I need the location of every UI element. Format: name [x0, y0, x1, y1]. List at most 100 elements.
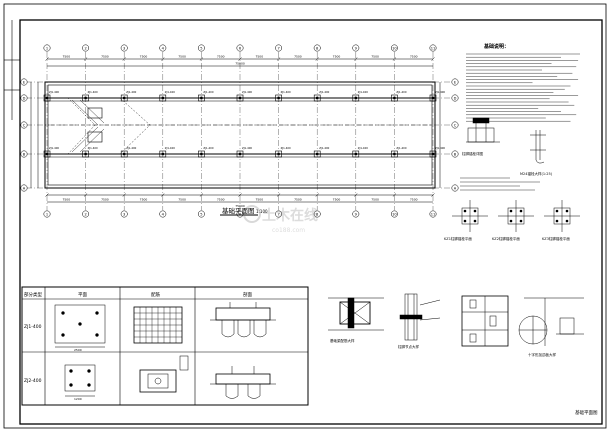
row-axis-bubble-left — [20, 78, 28, 86]
anchor-detail — [466, 117, 500, 143]
hatched-zone — [67, 97, 151, 155]
column-base — [123, 152, 126, 156]
cross-stiffener — [518, 297, 584, 346]
column-base — [393, 152, 396, 156]
bolt-plate — [553, 207, 571, 225]
footing-marker — [120, 94, 128, 102]
stiffener-detail — [461, 295, 509, 347]
column-base — [316, 96, 319, 100]
col-axis-bubble-top — [120, 44, 128, 52]
watermark-brand: 土木在线 — [262, 207, 318, 224]
col-axis-label-bottom: 2 — [84, 213, 86, 217]
footing-marker — [159, 94, 167, 102]
col-axis-bubble-bottom — [120, 210, 128, 218]
bolt-hole — [565, 209, 569, 213]
bay-dim-bottom: 7500 — [333, 198, 341, 202]
col-axis-bubble-bottom — [82, 210, 90, 218]
footing-marker — [313, 150, 321, 158]
col-axis-bubble-bottom — [313, 210, 321, 218]
column-base — [316, 152, 319, 156]
row1-dim: 2500 — [74, 348, 82, 352]
footing-tag: ZJ1-400 — [319, 90, 329, 94]
column-joint-detail — [399, 293, 441, 341]
column-base — [45, 152, 49, 156]
column-base — [393, 96, 396, 100]
plan-title: 基础平面图 — [222, 206, 255, 215]
row-axis-label-left: A — [23, 186, 26, 190]
col-axis-bubble-bottom — [197, 210, 205, 218]
footing-tag: ZJ1-400 — [281, 90, 291, 94]
footing-table — [21, 286, 309, 406]
column-base — [123, 96, 126, 100]
bay-dim-top: 7500 — [294, 55, 302, 59]
footing-marker — [198, 150, 205, 158]
col-axis-bubble-top — [236, 44, 244, 52]
column-base — [161, 96, 164, 100]
footing-marker — [391, 94, 398, 102]
table-header-plan: 平面 — [78, 292, 87, 298]
bolt-hole — [463, 209, 467, 213]
footing-tag: ZJ1-400 — [203, 146, 213, 150]
bay-dim-bottom: 7500 — [410, 198, 418, 202]
bolt-hole — [519, 209, 523, 213]
col-axis-bubble-bottom — [236, 210, 244, 218]
row-axis-label-right: B — [454, 152, 457, 156]
bolt-hole — [473, 219, 477, 223]
table-header-type: 部分类型 — [24, 291, 42, 298]
notes-block: 基础说明： — [466, 43, 580, 122]
row1-rebar — [133, 306, 183, 344]
row-axis-bubble-left — [20, 94, 28, 102]
bolt-hole — [509, 209, 513, 213]
row1-section — [210, 302, 276, 338]
row2-dim: 1200 — [74, 397, 82, 401]
detail-label-2: M24锚栓大样(1:25) — [520, 171, 553, 176]
bottom-label-3: 十字形加劲板大样 — [528, 352, 556, 357]
footing-tag: ZJ1-400 — [88, 146, 98, 150]
footing-tag: ZJ1-400 — [358, 90, 368, 94]
col-axis-label-top: 4 — [162, 47, 165, 51]
footing-tag: ZJ1-400 — [49, 146, 59, 150]
col-axis-bubble-top — [352, 44, 360, 52]
col-axis-bubble-top — [429, 44, 437, 52]
col-axis-label-bottom: 3 — [123, 213, 125, 217]
beam-detail — [328, 297, 384, 331]
footing-marker — [236, 150, 244, 158]
row-axis-bubble-right — [451, 78, 459, 86]
col-axis-label-top: 11 — [431, 47, 436, 51]
table-row-1-type: ZJ1-400 — [24, 324, 42, 330]
notes-title: 基础说明： — [483, 43, 509, 50]
inner-frame — [19, 19, 603, 425]
bottom-label-1: 基础梁配筋大样 — [330, 338, 355, 343]
small-notes — [460, 177, 540, 191]
detail-label-1: 柱脚锚栓详图 — [462, 151, 483, 156]
row-axis-label-right: E — [454, 80, 457, 84]
bay-dim-bottom: 7500 — [294, 198, 302, 202]
bay-dim-top: 7500 — [178, 55, 186, 59]
detail-label-5: KZ3柱脚锚栓平面 — [542, 236, 570, 241]
col-axis-bubble-top — [159, 44, 167, 52]
row-axis-bubble-right — [451, 121, 459, 129]
col-axis-label-bottom: 7 — [277, 213, 279, 217]
bottom-label-2: 柱脚节点大样 — [398, 344, 419, 349]
bay-dim-top: 7500 — [62, 55, 70, 59]
footing-marker — [43, 150, 51, 158]
col-axis-label-top: 7 — [277, 47, 279, 51]
column-base — [277, 152, 280, 156]
bay-dim-bottom: 7500 — [62, 198, 70, 202]
col-axis-label-bottom: 11 — [431, 213, 436, 217]
footing-marker — [198, 94, 205, 102]
bay-dim-bottom: 7500 — [140, 198, 148, 202]
col-axis-label-top: 8 — [316, 47, 319, 51]
column-base — [45, 96, 49, 100]
row2-plan — [64, 364, 96, 397]
footing-marker — [352, 150, 360, 158]
footing-tag: ZJ1-400 — [319, 146, 329, 150]
row-axis-label-left: D — [23, 96, 26, 100]
col-axis-label-top: 9 — [355, 47, 358, 51]
col-axis-bubble-top — [275, 44, 283, 52]
col-axis-bubble-top — [197, 44, 205, 52]
bolt-plate — [507, 207, 525, 225]
row-axis-label-right: A — [454, 186, 457, 190]
